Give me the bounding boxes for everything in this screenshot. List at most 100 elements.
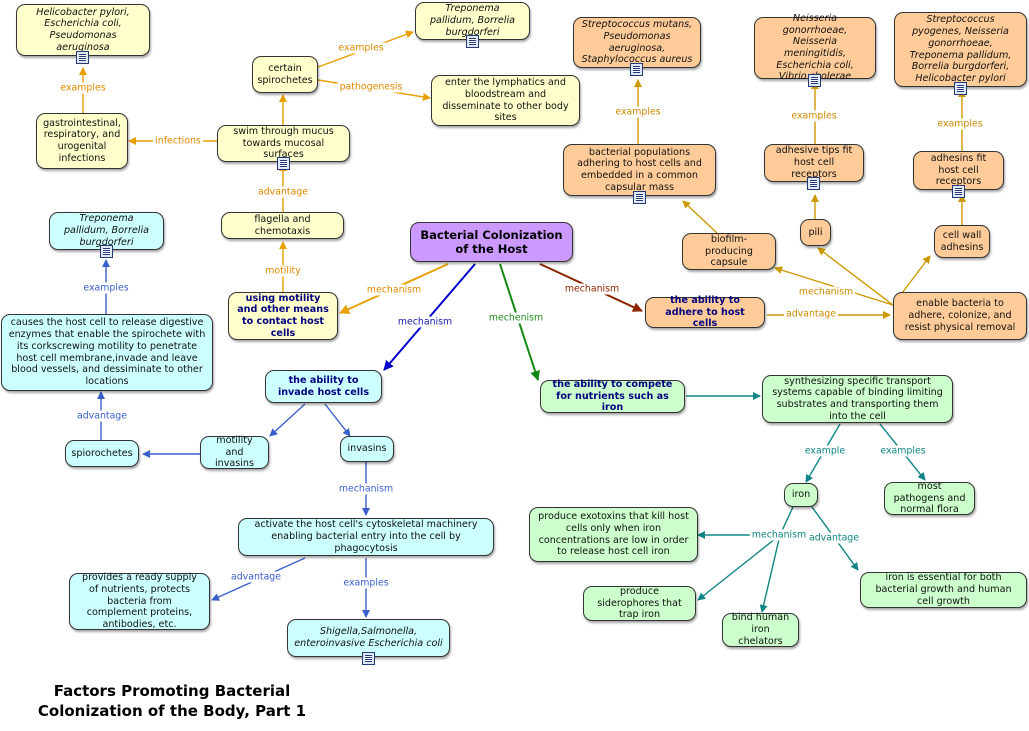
lymph-node[interactable]: enter the lymphatics and bloodstream and… [431, 75, 580, 126]
streptococcus-example-node[interactable]: Streptococcus mutans, Pseudomonas aerugi… [573, 17, 701, 76]
link-label: examples [341, 577, 391, 589]
biofilm-label: biofilm-producing capsule [705, 233, 753, 269]
link-label: infections [153, 135, 203, 147]
document-icon[interactable] [808, 74, 821, 87]
link-label: advantage [783, 308, 839, 320]
activate-label: activate the host cell's cytoskeletal ma… [254, 519, 478, 554]
certain-spirochetes-node[interactable]: certain spirochetes [252, 56, 318, 93]
bacterial-populations-label: bacterial populations adhering to host c… [577, 146, 702, 193]
invade-main-node[interactable]: the ability to invade host cells [265, 370, 382, 403]
provides-label: provides a ready supply of nutrients, pr… [82, 572, 197, 631]
root-node[interactable]: Bacterial Colonization of the Host [410, 222, 573, 262]
iron-node[interactable]: iron [784, 483, 818, 507]
link-label: mechanism [749, 529, 809, 541]
most-pathogens-node[interactable]: most pathogens and normal flora [884, 481, 975, 515]
adhere-main-node[interactable]: the ability to adhere to host cells [645, 294, 765, 330]
document-icon[interactable] [361, 652, 375, 665]
swim-node[interactable]: swim through mucus towards mucosal surfa… [217, 125, 350, 170]
iron-essential-label: iron is essential for both bacterial gro… [875, 572, 1012, 607]
synthesizing-label: synthesizing specific transport systems … [772, 375, 943, 422]
gi-infections-label: gastrointestinal, respiratory, and uroge… [43, 117, 121, 164]
shigella-example-node[interactable]: Shigella,Salmonella, enteroinvasive Esch… [287, 619, 450, 665]
streptococcus-pyogenes-example-label: Streptococcus pyogenes, Neisseria gonorr… [909, 14, 1012, 84]
adhesins-fit-node[interactable]: adhesins fit host cell receptors [913, 151, 1004, 198]
document-icon[interactable] [76, 51, 89, 64]
cell-wall-node[interactable]: cell wall adhesins [934, 225, 990, 258]
document-icon[interactable] [465, 35, 479, 48]
activate-node[interactable]: activate the host cell's cytoskeletal ma… [238, 518, 494, 556]
invade-main-label: the ability to invade host cells [277, 374, 370, 398]
link-label: examples [58, 82, 108, 94]
link-label: mechanism [395, 316, 455, 328]
adhere-main-label: the ability to adhere to host cells [665, 294, 745, 330]
bind-iron-label: bind human iron chelators [731, 612, 790, 647]
treponema-example2-node[interactable]: Treponema pallidum, Borrelia burgdorferi [49, 212, 164, 258]
exotoxins-node[interactable]: produce exotoxins that kill host cells o… [529, 507, 698, 562]
link-label: examples [81, 282, 131, 294]
pili-label: pili [808, 226, 823, 238]
document-icon[interactable] [953, 82, 967, 95]
link-label: advantage [255, 186, 311, 198]
document-icon[interactable] [99, 245, 113, 258]
shigella-example-label: Shigella,Salmonella, enteroinvasive Esch… [294, 626, 443, 649]
causes-label: causes the host cell to release digestiv… [8, 317, 206, 387]
compete-main-node[interactable]: the ability to compete for nutrients suc… [540, 378, 685, 414]
siderophores-label: produce siderophores that trap iron [597, 585, 682, 621]
gi-infections-node[interactable]: gastrointestinal, respiratory, and uroge… [36, 113, 128, 169]
link-label: pathogenesis [337, 81, 405, 93]
treponema-example-node[interactable]: Treponema pallidum, Borrelia burgdorferi [415, 2, 530, 48]
helicobacter-example-label: Helicobacter pylori, Escherichia coli, P… [36, 6, 130, 53]
link-label: motility [263, 265, 303, 277]
link-label: examples [935, 118, 985, 130]
causes-node[interactable]: causes the host cell to release digestiv… [1, 314, 213, 391]
link-label: mechanism [562, 283, 622, 295]
compete-main-label: the ability to compete for nutrients suc… [552, 378, 673, 414]
motility-invasins-node[interactable]: motility and invasins [200, 434, 269, 470]
streptococcus-pyogenes-example-node[interactable]: Streptococcus pyogenes, Neisseria gonorr… [894, 12, 1027, 95]
document-icon[interactable] [807, 177, 820, 190]
bacterial-populations-node[interactable]: bacterial populations adhering to host c… [563, 144, 716, 204]
link-label: examples [789, 110, 839, 122]
motility-main-node[interactable]: using motility and other means to contac… [228, 292, 338, 340]
document-icon[interactable] [951, 185, 965, 198]
document-icon[interactable] [276, 157, 290, 170]
flagella-node[interactable]: flagella and chemotaxis [221, 212, 344, 239]
siderophores-node[interactable]: produce siderophores that trap iron [583, 586, 696, 621]
document-icon[interactable] [632, 191, 646, 204]
link-label: advantage [74, 410, 130, 422]
cell-wall-label: cell wall adhesins [940, 229, 984, 253]
synthesizing-node[interactable]: synthesizing specific transport systems … [762, 375, 953, 423]
flagella-label: flagella and chemotaxis [254, 213, 311, 237]
iron-label: iron [791, 489, 811, 501]
link-label: advantage [228, 571, 284, 583]
document-icon[interactable] [630, 63, 643, 76]
adhesive-tips-label: adhesive tips fit host cell receptors [775, 145, 853, 180]
swim-label: swim through mucus towards mucosal surfa… [233, 125, 334, 161]
provides-node[interactable]: provides a ready supply of nutrients, pr… [69, 572, 210, 631]
link-label: mechenism [486, 312, 546, 324]
root-node-label: Bacterial Colonization of the Host [420, 227, 563, 256]
streptococcus-example-label: Streptococcus mutans, Pseudomonas aerugi… [581, 19, 693, 66]
link-label: examples [336, 42, 386, 54]
pili-node[interactable]: pili [800, 219, 831, 246]
invasins-label: invasins [347, 443, 387, 455]
bind-iron-node[interactable]: bind human iron chelators [722, 612, 799, 647]
enable-node[interactable]: enable bacteria to adhere, colonize, and… [893, 292, 1027, 340]
treponema-example2-label: Treponema pallidum, Borrelia burgdorferi [63, 213, 150, 248]
motility-invasins-label: motility and invasins [214, 434, 255, 470]
helicobacter-example-node[interactable]: Helicobacter pylori, Escherichia coli, P… [16, 4, 150, 64]
lymph-label: enter the lymphatics and bloodstream and… [442, 77, 569, 124]
biofilm-node[interactable]: biofilm-producing capsule [682, 233, 776, 270]
certain-spirochetes-label: certain spirochetes [257, 62, 313, 86]
link-label: mechanism [796, 286, 856, 298]
neisseria-example-node[interactable]: Neisseria gonorrhoeae, Neisseria meningi… [754, 13, 876, 87]
exotoxins-label: produce exotoxins that kill host cells o… [538, 511, 689, 558]
iron-essential-node[interactable]: iron is essential for both bacterial gro… [860, 572, 1027, 608]
adhesive-tips-node[interactable]: adhesive tips fit host cell receptors [764, 144, 864, 190]
link-label: mechanism [336, 483, 396, 495]
enable-label: enable bacteria to adhere, colonize, and… [904, 298, 1016, 333]
adhesins-fit-label: adhesins fit host cell receptors [930, 152, 987, 188]
spiorochetes-node[interactable]: spiorochetes [65, 440, 139, 467]
link-label: mechanism [364, 284, 424, 296]
invasins-node[interactable]: invasins [340, 436, 394, 462]
